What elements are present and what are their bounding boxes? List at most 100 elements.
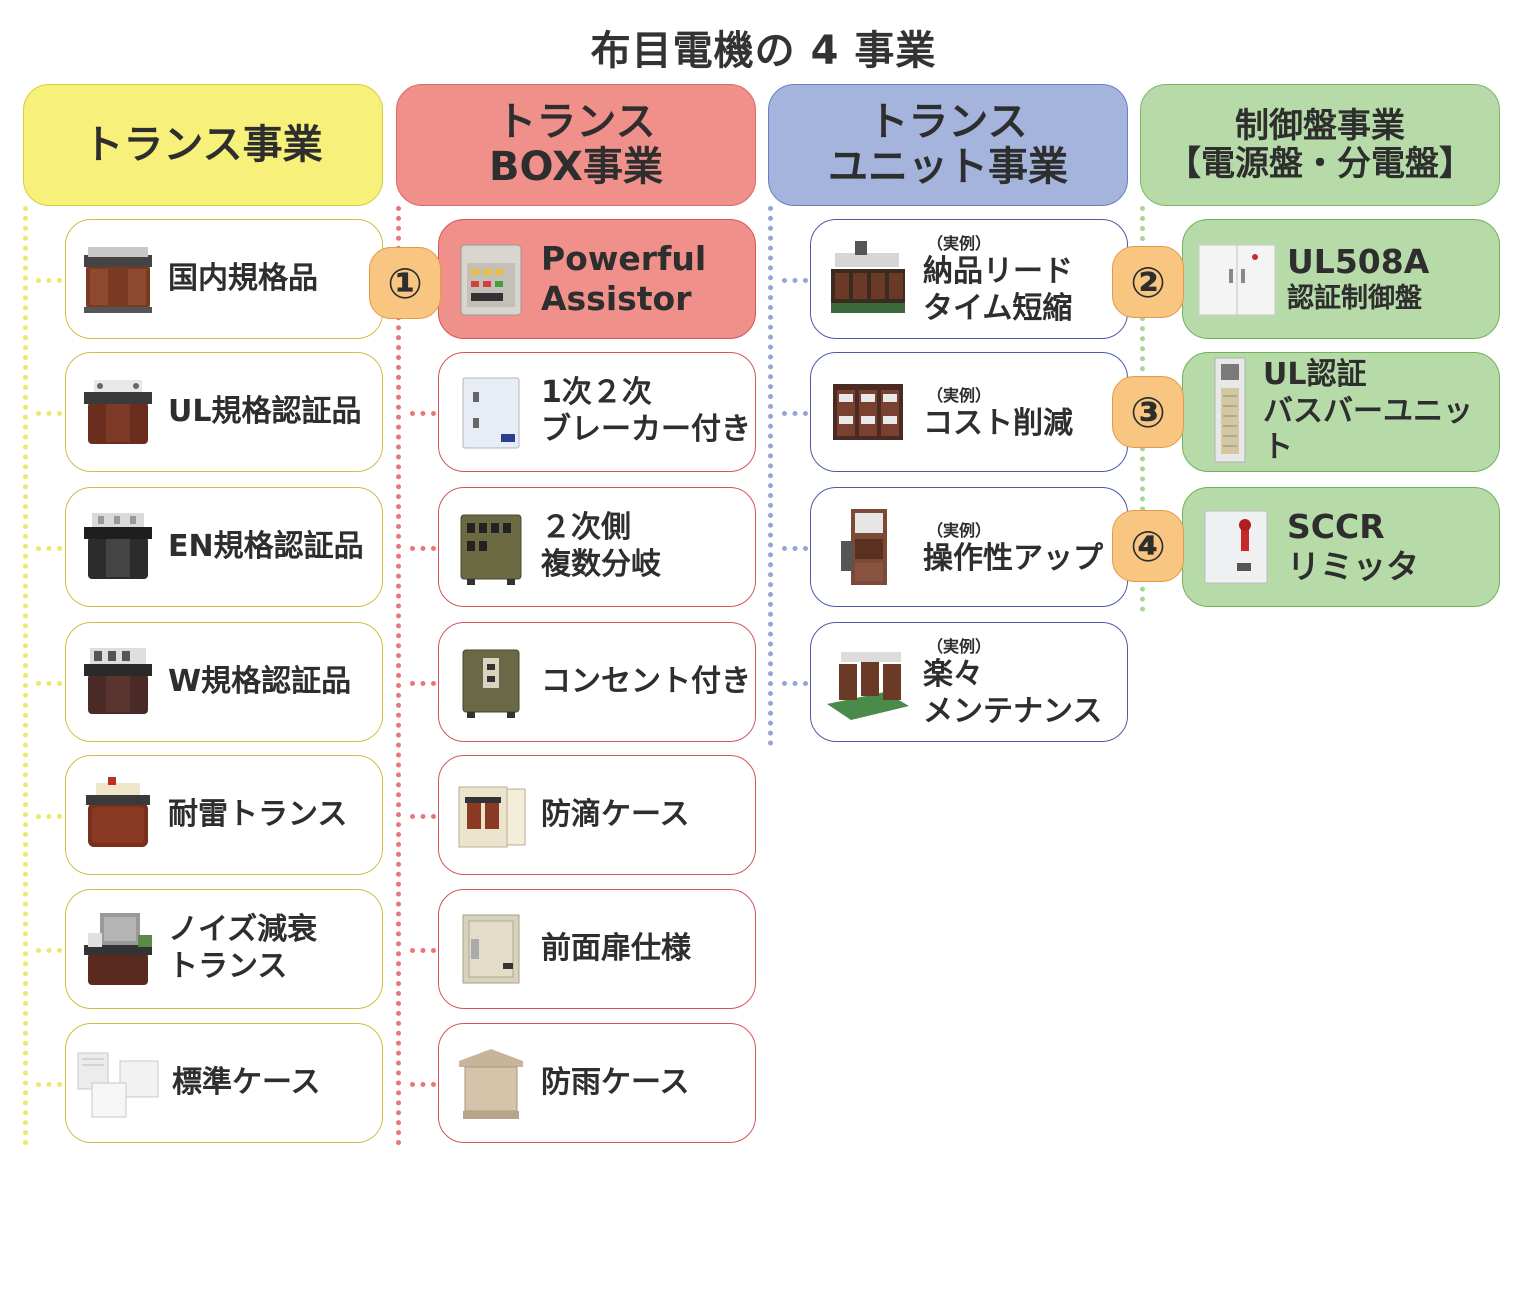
product-label: 標準ケース bbox=[172, 1064, 321, 1100]
brown-transformer-icon bbox=[80, 775, 156, 855]
connector-dots bbox=[36, 278, 62, 283]
header-label: トランス ユニット事業 bbox=[828, 99, 1068, 190]
control-panel-icon bbox=[1195, 239, 1279, 319]
product-label: W規格認証品 bbox=[168, 663, 352, 699]
product-card[interactable]: ノイズ減衰 トランス bbox=[65, 889, 383, 1009]
example-card[interactable]: （実例） 楽々 メンテナンス bbox=[810, 622, 1128, 742]
busbar-unit-icon bbox=[1203, 357, 1257, 463]
rainproof-case-icon bbox=[453, 1043, 529, 1123]
product-label: 防雨ケース bbox=[541, 1064, 690, 1100]
badge-4: ④ bbox=[1112, 510, 1184, 582]
breaker-box-icon bbox=[453, 372, 529, 452]
badge-2: ② bbox=[1112, 246, 1184, 318]
product-label: UL規格認証品 bbox=[168, 393, 362, 429]
product-label: ノイズ減衰 トランス bbox=[168, 912, 318, 984]
connector-dots bbox=[782, 546, 808, 551]
product-label: SCCR リミッタ bbox=[1287, 506, 1419, 586]
connector-dots bbox=[410, 411, 436, 416]
connector-dots bbox=[410, 948, 436, 953]
header-label: 制御盤事業 【電源盤・分電盤】 bbox=[1167, 105, 1473, 184]
assistor-box-icon bbox=[453, 239, 529, 319]
header-control-panel: 制御盤事業 【電源盤・分電盤】 bbox=[1140, 84, 1500, 206]
product-label: 納品リード タイム短縮 bbox=[923, 254, 1073, 326]
white-case-icon bbox=[74, 1043, 166, 1123]
connector-line bbox=[23, 206, 28, 1146]
connector-dots bbox=[410, 681, 436, 686]
black-transformer-icon bbox=[80, 507, 156, 587]
product-label: ２次側 複数分岐 bbox=[541, 510, 661, 582]
product-card[interactable]: UL508A 認証制御盤 bbox=[1182, 219, 1500, 339]
example-card[interactable]: （実例） 操作性アップ bbox=[810, 487, 1128, 607]
connector-dots bbox=[36, 1082, 62, 1087]
brown-transformer-icon bbox=[80, 642, 156, 722]
product-card[interactable]: 前面扉仕様 bbox=[438, 889, 756, 1009]
product-label: UL認証 バスバーユニット bbox=[1263, 357, 1473, 466]
product-sublabel: 認証制御盤 bbox=[1287, 282, 1422, 314]
header-transformer: トランス事業 bbox=[23, 84, 383, 206]
product-label: 国内規格品 bbox=[168, 260, 318, 296]
product-label: EN規格認証品 bbox=[168, 528, 364, 564]
brown-transformer-icon bbox=[80, 372, 156, 452]
product-label: Powerful Assistor bbox=[541, 238, 707, 318]
header-transformer-box: トランス BOX事業 bbox=[396, 84, 756, 206]
connector-line bbox=[396, 206, 401, 1146]
product-card[interactable]: SCCR リミッタ bbox=[1182, 487, 1500, 607]
product-card[interactable]: 防滴ケース bbox=[438, 755, 756, 875]
connector-dots bbox=[36, 814, 62, 819]
connector-dots bbox=[782, 278, 808, 283]
header-label: トランス BOX事業 bbox=[489, 99, 663, 190]
product-card[interactable]: EN規格認証品 bbox=[65, 487, 383, 607]
front-door-case-icon bbox=[453, 909, 529, 989]
connector-dots bbox=[36, 681, 62, 686]
product-label: 楽々 メンテナンス bbox=[923, 657, 1103, 729]
connector-dots bbox=[782, 411, 808, 416]
olive-box-icon bbox=[453, 507, 529, 587]
example-tag: （実例） bbox=[927, 385, 992, 405]
product-label: 前面扉仕様 bbox=[541, 930, 691, 966]
sccr-limiter-icon bbox=[1201, 507, 1271, 587]
dripproof-case-icon bbox=[453, 775, 529, 855]
connector-dots bbox=[410, 814, 436, 819]
page-title: 布目電機の 4 事業 bbox=[590, 28, 937, 74]
product-label: コンセント付き bbox=[541, 663, 751, 699]
product-label: UL508A bbox=[1287, 242, 1430, 282]
product-card[interactable]: 1次２次 ブレーカー付き bbox=[438, 352, 756, 472]
badge-1: ① bbox=[369, 247, 441, 319]
product-label: 耐雷トランス bbox=[168, 796, 348, 832]
product-card[interactable]: W規格認証品 bbox=[65, 622, 383, 742]
unit-assembly-icon bbox=[825, 372, 911, 452]
unit-board-icon bbox=[825, 642, 911, 722]
product-card[interactable]: UL認証 バスバーユニット bbox=[1182, 352, 1500, 472]
product-label: 防滴ケース bbox=[541, 796, 690, 832]
unit-assembly-icon bbox=[825, 239, 911, 319]
product-card[interactable]: UL規格認証品 bbox=[65, 352, 383, 472]
product-label: 操作性アップ bbox=[923, 540, 1103, 576]
example-tag: （実例） bbox=[927, 637, 992, 657]
outlet-box-icon bbox=[453, 642, 529, 722]
example-card[interactable]: （実例） コスト削減 bbox=[810, 352, 1128, 472]
header-transformer-unit: トランス ユニット事業 bbox=[768, 84, 1128, 206]
product-card[interactable]: 標準ケース bbox=[65, 1023, 383, 1143]
badge-3: ③ bbox=[1112, 376, 1184, 448]
product-card[interactable]: ２次側 複数分岐 bbox=[438, 487, 756, 607]
product-card[interactable]: 防雨ケース bbox=[438, 1023, 756, 1143]
example-tag: （実例） bbox=[927, 234, 992, 254]
product-label: コスト削減 bbox=[923, 405, 1073, 441]
product-card[interactable]: 耐雷トランス bbox=[65, 755, 383, 875]
product-card[interactable]: 国内規格品 bbox=[65, 219, 383, 339]
example-card[interactable]: （実例） 納品リード タイム短縮 bbox=[810, 219, 1128, 339]
product-label: 1次２次 ブレーカー付き bbox=[541, 375, 751, 447]
unit-frame-icon bbox=[825, 507, 911, 587]
connector-dots bbox=[36, 948, 62, 953]
shielded-transformer-icon bbox=[80, 909, 156, 989]
header-label: トランス事業 bbox=[83, 121, 323, 168]
connector-dots bbox=[36, 411, 62, 416]
connector-line bbox=[768, 206, 773, 746]
product-card[interactable]: コンセント付き bbox=[438, 622, 756, 742]
connector-dots bbox=[36, 546, 62, 551]
connector-dots bbox=[410, 546, 436, 551]
example-tag: （実例） bbox=[927, 520, 992, 540]
connector-dots bbox=[410, 1082, 436, 1087]
product-card[interactable]: Powerful Assistor bbox=[438, 219, 756, 339]
connector-dots bbox=[782, 681, 808, 686]
